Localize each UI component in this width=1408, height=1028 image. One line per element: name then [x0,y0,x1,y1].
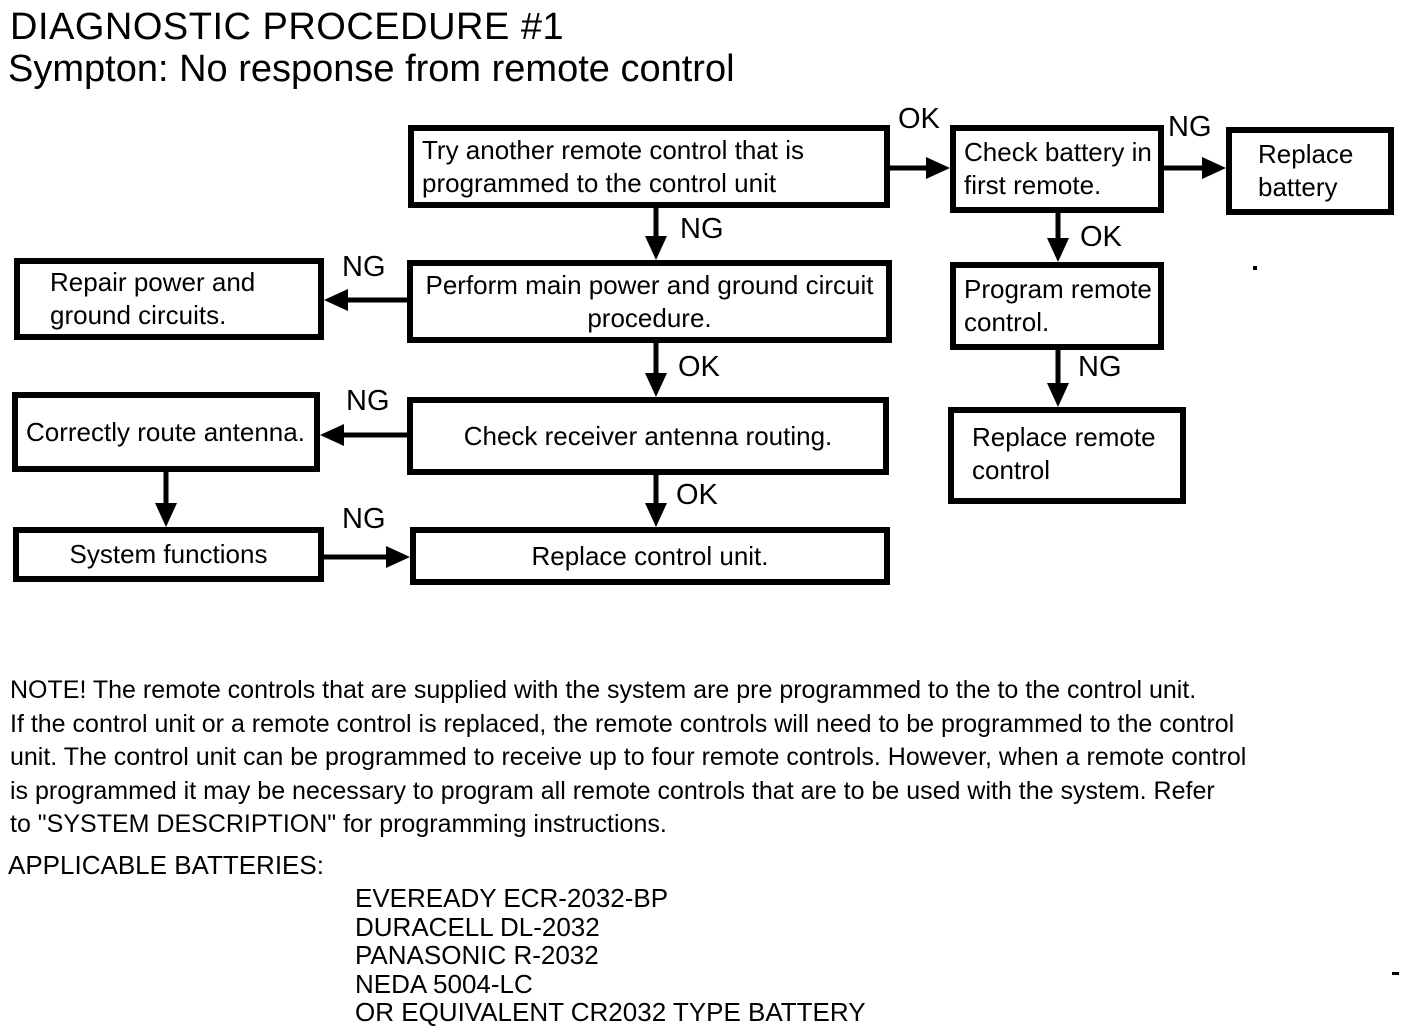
battery-item: NEDA 5004-LC [355,968,533,999]
note-paragraph: NOTE! The remote controls that are suppl… [10,676,1247,838]
battery-item: PANASONIC R-2032 [355,940,599,970]
battery-list: EVEREADY ECR-2032-BP DURACELL DL-2032 PA… [355,884,866,1027]
edge-label-ng-receiver-route: NG [346,385,390,417]
node-perform-main-power: Perform main power and ground circuit pr… [407,260,892,343]
edge-label-ng-program-replaceremote: NG [1078,351,1122,383]
arrow-check-battery-to-replace-battery [1163,157,1226,179]
edge-label-ok-check-program: OK [1080,221,1122,253]
arrow-check-receiver-to-replace-control [645,475,667,527]
arrow-perform-to-repair-power [324,289,407,311]
arrow-system-functions-to-replace-control [324,546,410,568]
arrow-try-to-perform-main-power [645,208,667,260]
arrow-correctly-route-to-system-functions [155,472,177,527]
node-replace-remote: Replace remote control [948,407,1186,504]
node-repair-power-ground: Repair power and ground circuits. [14,258,324,340]
page-subtitle: Sympton: No response from remote control [8,48,735,90]
arrow-try-to-check-battery [890,157,950,179]
node-check-receiver-antenna: Check receiver antenna routing. [407,397,889,475]
edge-label-ng-check-replacebatt: NG [1168,111,1212,143]
edge-label-ng-system-replaceunit: NG [342,503,386,535]
node-try-another-remote: Try another remote control that is progr… [408,125,890,208]
arrow-program-to-replace-remote [1047,350,1069,407]
node-system-functions: System functions [13,527,324,582]
page-title: DIAGNOSTIC PROCEDURE #1 [10,6,565,48]
node-replace-battery: Replace battery [1226,127,1394,215]
edge-label-ok-try-check: OK [898,103,940,135]
scan-artifact-dot [1253,266,1257,270]
arrow-perform-to-check-receiver [645,343,667,397]
arrow-check-receiver-to-correctly-route [320,424,407,446]
edge-label-ng-perform-repair: NG [342,251,386,283]
scan-artifact-dash [1392,972,1399,975]
edge-label-ng-try-perform: NG [680,213,724,245]
edge-label-ok-perform-receiver: OK [678,351,720,383]
battery-item: OR EQUIVALENT CR2032 TYPE BATTERY [355,997,866,1027]
edge-label-ok-receiver-replaceunit: OK [676,479,718,511]
battery-item: EVEREADY ECR-2032-BP [355,883,669,913]
node-correctly-route-antenna: Correctly route antenna. [12,392,320,472]
node-check-battery: Check battery in first remote. [950,125,1164,213]
battery-item: DURACELL DL-2032 [355,911,600,942]
node-replace-control-unit: Replace control unit. [410,527,890,585]
arrow-check-battery-to-program-remote [1047,213,1069,262]
node-program-remote: Program remote control. [950,262,1164,350]
batteries-heading: APPLICABLE BATTERIES: [8,850,324,880]
